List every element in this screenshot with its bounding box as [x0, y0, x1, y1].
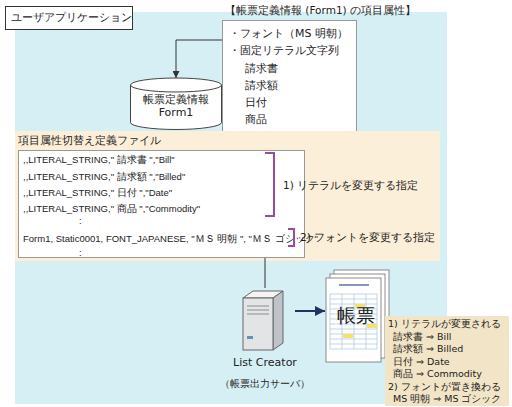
node-text: ,,LITERAL_STRING," 請求書 ","Bill" [23, 154, 175, 165]
node-text: List Creator [233, 356, 297, 369]
document-grid-line [330, 344, 377, 345]
server-slot [247, 314, 269, 315]
document-title-line [339, 284, 369, 286]
server-slot [247, 306, 269, 307]
database-cylinder: 帳票定義情報 Form1 [130, 78, 222, 130]
server-shape [235, 288, 295, 350]
document-grid-line [330, 299, 377, 300]
document-grid-line [330, 294, 377, 295]
server-front [243, 298, 273, 350]
server-side [273, 291, 283, 350]
annotation-label: 2) フォントを変更する指定 [300, 231, 435, 244]
bracket [288, 229, 294, 246]
definition-file-box: ,,LITERAL_STRING," 請求書 ","Bill" ,,LITERAL… [18, 150, 305, 258]
node-text-line: 請求書 [245, 62, 278, 75]
node-text-line: ,,LITERAL_STRING," 請求額 ","Billed" [23, 171, 185, 182]
node-text-line: 2) フォントが置き換わる [388, 381, 501, 392]
node-text-line: ・固定リテラル文字列 [229, 44, 339, 57]
system-area [15, 12, 447, 404]
document-grid-line [330, 294, 331, 349]
connector [295, 310, 325, 312]
document-grid-line [377, 294, 378, 349]
node-text-line: 請求額 [245, 79, 278, 92]
connector-group [176, 40, 325, 311]
application-box: ユーザアプリケーション [5, 6, 133, 30]
document-grid-line [330, 339, 377, 340]
node-text: 帳票 [325, 304, 387, 327]
connector [265, 258, 266, 288]
node-text-line: ,,LITERAL_STRING," 商品 ","Commodity" [23, 203, 200, 214]
node-text: ユーザアプリケーション [11, 11, 132, 24]
node-text-line: Form1, Static0001, FONT_JAPANESE, "ＭＳ 明朝… [23, 233, 318, 244]
node-text-line: 商品 [245, 113, 267, 126]
attribute-box: 【帳票定義情報 (Form1) の項目属性】・フォント（MS 明朝）・固定リテラ… [222, 20, 357, 132]
node-text-line: MS 明朝 ⇒ MS ゴシック [393, 393, 502, 404]
node-text: 項目属性切替え定義ファイル [18, 134, 161, 147]
node-text-line: 日付 ⇒ Date [393, 356, 450, 367]
server-slot [247, 310, 269, 311]
node-text: 1) リテラルが変更される [388, 318, 501, 329]
server-icon: List Creator（帳票出力サーバ） [235, 288, 295, 350]
document-icon: 帳票 [325, 270, 391, 364]
bracket [265, 153, 274, 216]
node-text-line: : [79, 247, 82, 258]
document-highlight [343, 334, 353, 338]
node-text-line: （帳票出力サーバ） [220, 378, 310, 390]
node-text-line: 請求額 ⇒ Billed [393, 343, 463, 354]
node-text-line: 商品 ⇒ Commodity [393, 368, 482, 379]
node-text-line: 日付 [245, 96, 267, 109]
node-text: 【帳票定義情報 (Form1) の項目属性】 [225, 4, 416, 17]
node-text-line: 請求書 ⇒ Bill [393, 331, 451, 342]
node-text-line: : [79, 215, 82, 226]
result-box: 1) リテラルが変更される請求書 ⇒ Bill請求額 ⇒ Billed 日付 ⇒ … [385, 316, 509, 406]
connector [176, 40, 222, 78]
annotation-label: 1) リテラルを変更する指定 [283, 179, 418, 192]
node-text: 帳票定義情報 Form1 [132, 93, 220, 119]
node-text-line: ・フォント（MS 明朝） [229, 27, 348, 40]
document-grid-line [330, 349, 377, 350]
document-grid-line [330, 329, 377, 330]
server-led [247, 336, 253, 339]
node-text-line: ,,LITERAL_STRING," 日付 ","Date" [23, 187, 172, 198]
document-grid-line [330, 334, 377, 335]
cylinder-body [131, 78, 222, 129]
cylinder-rim [131, 85, 222, 92]
